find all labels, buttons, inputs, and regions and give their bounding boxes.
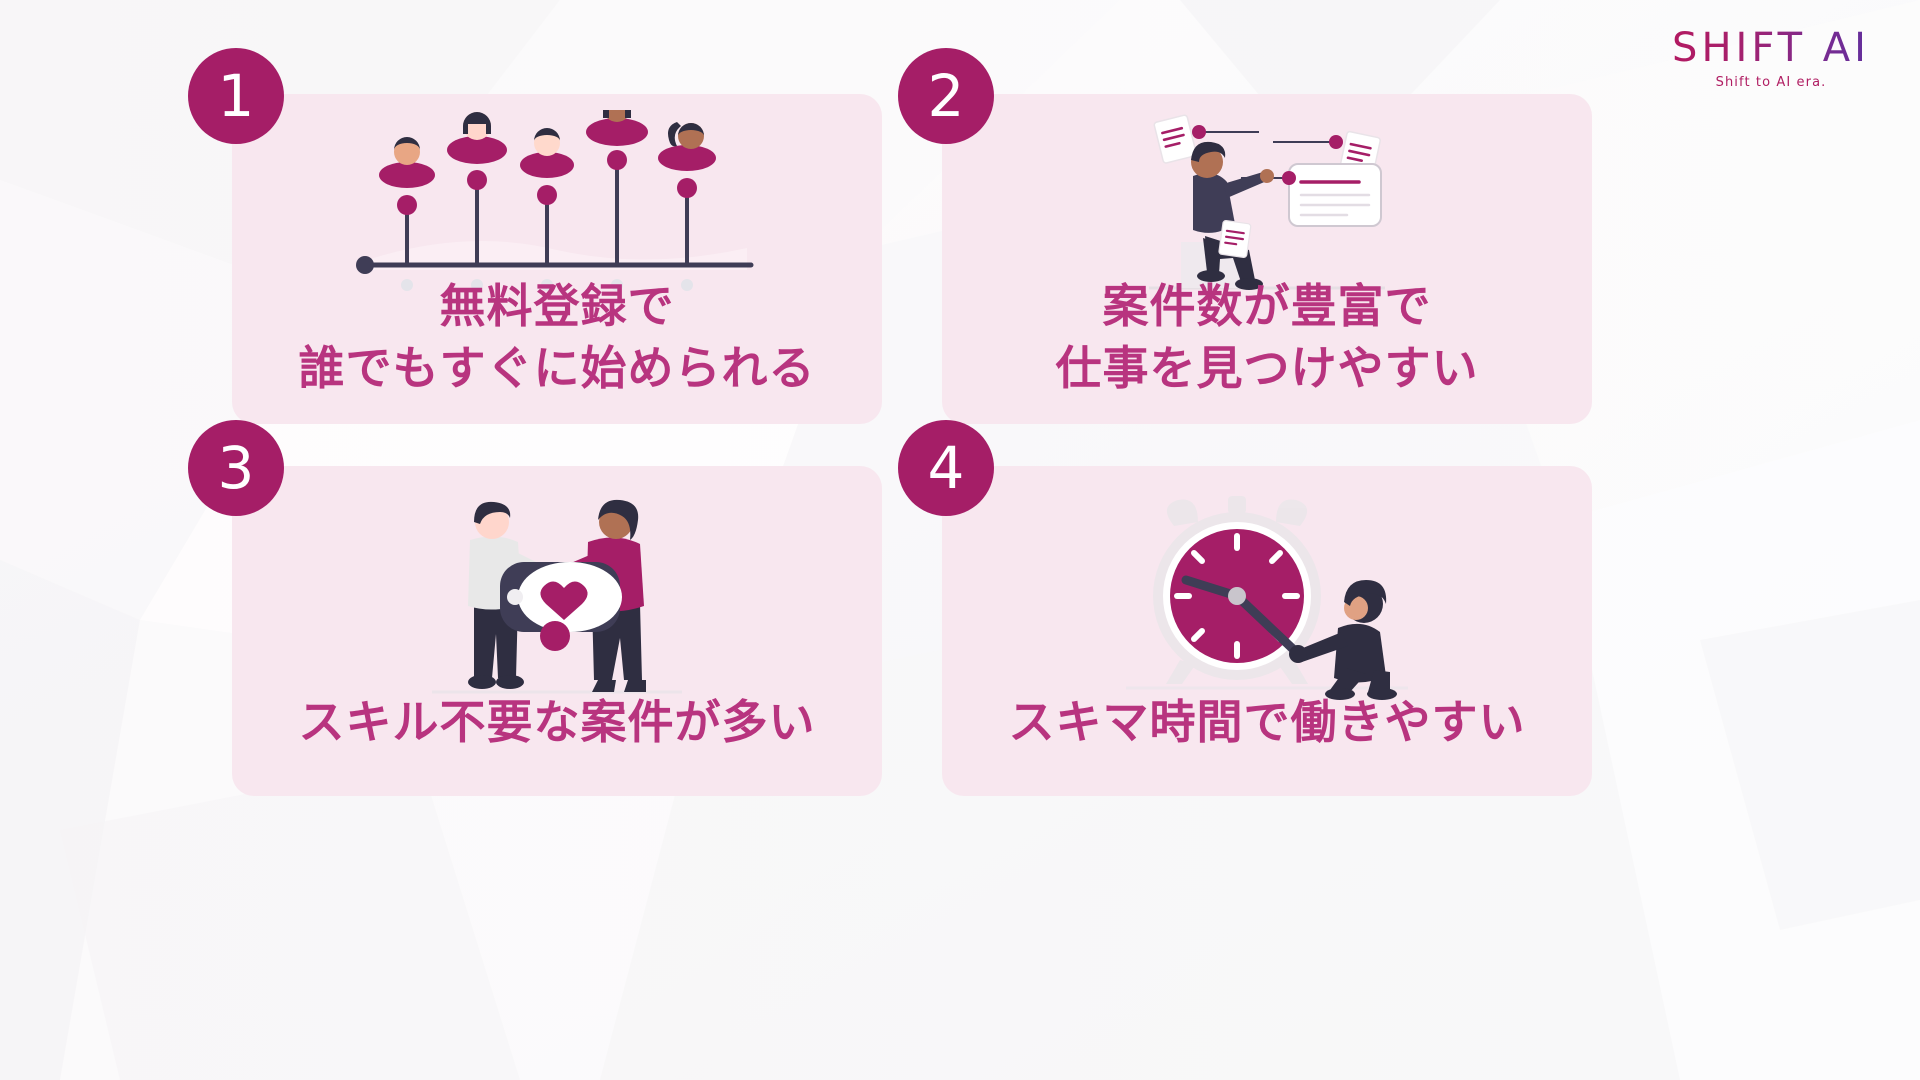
card-text-2: 案件数が豊富で 仕事を見つけやすい	[942, 275, 1592, 400]
card-number-badge-4: 4	[898, 420, 994, 516]
two-people-holding-phone-icon	[232, 492, 882, 702]
brand-logo: SHIFT AI Shift to AI era.	[1656, 28, 1886, 90]
feature-cards-grid: 1	[188, 48, 1672, 796]
card-text-line: 無料登録で	[439, 278, 675, 333]
card-number-badge-3: 3	[188, 420, 284, 516]
feature-card-2[interactable]: 2	[898, 48, 1592, 424]
feature-card-4[interactable]: 4	[898, 420, 1592, 796]
card-number-badge-2: 2	[898, 48, 994, 144]
person-pushing-clock-icon	[942, 492, 1592, 702]
people-chart-icon	[232, 110, 882, 300]
logo-tagline: Shift to AI era.	[1715, 75, 1827, 90]
card-text-3: スキル不要な案件が多い	[232, 691, 882, 754]
card-text-line: 誰でもすぐに始められる	[298, 341, 816, 396]
card-text-line: 案件数が豊富で	[1102, 278, 1432, 333]
card-text-line: 仕事を見つけやすい	[1055, 341, 1479, 396]
card-text-line: スキル不要な案件が多い	[298, 695, 816, 750]
logo-wordmark: SHIFT AI	[1656, 28, 1886, 68]
person-organizing-notes-icon	[942, 110, 1592, 300]
feature-card-1[interactable]: 1	[188, 48, 882, 424]
card-text-4: スキマ時間で働きやすい	[942, 691, 1592, 754]
card-number-badge-1: 1	[188, 48, 284, 144]
card-text-1: 無料登録で 誰でもすぐに始められる	[232, 275, 882, 400]
card-text-line: スキマ時間で働きやすい	[1008, 695, 1526, 750]
feature-card-3[interactable]: 3	[188, 420, 882, 796]
